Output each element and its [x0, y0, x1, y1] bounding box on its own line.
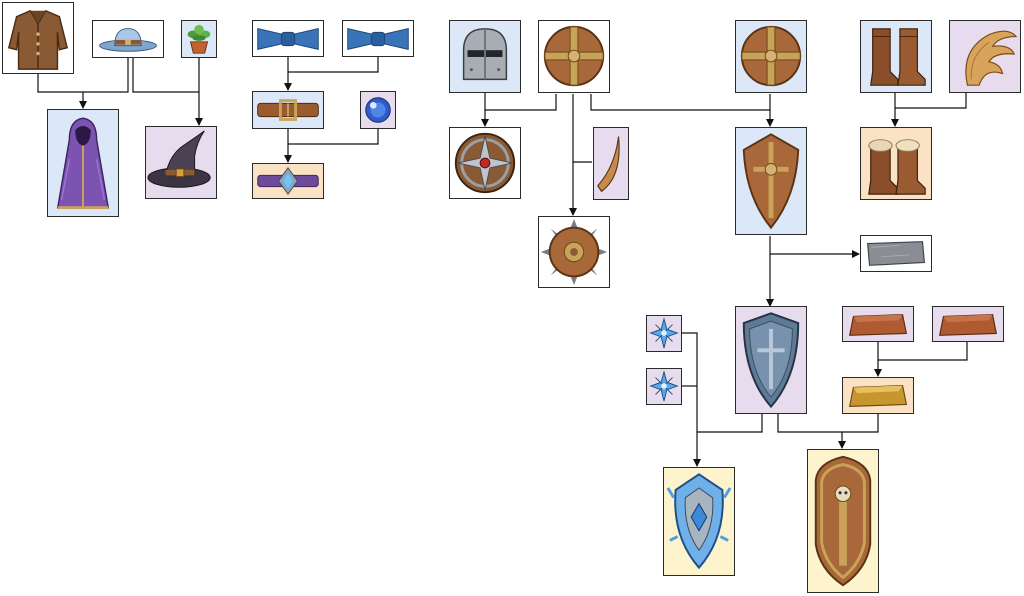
spiked-shield-slot[interactable] [538, 216, 610, 288]
copper-ingot-icon [938, 313, 998, 336]
blue-ribbon-icon [257, 27, 319, 50]
potted-herb-icon [187, 24, 211, 54]
leather-boots-slot[interactable] [860, 20, 932, 93]
potted-herb-slot[interactable] [181, 20, 217, 58]
steel-shield-icon [742, 312, 800, 409]
fur-tail-icon [965, 30, 1018, 86]
gold-ingot-slot[interactable] [842, 377, 914, 414]
leather-coat-slot[interactable] [2, 2, 74, 74]
witch-hat-icon [147, 130, 211, 188]
tower-shield-icon [814, 455, 872, 587]
frost-star-slot-1[interactable] [646, 315, 682, 352]
leather-coat-icon [7, 9, 69, 70]
jeweled-belt-icon [257, 166, 319, 196]
wooden-buckler-icon [543, 25, 605, 87]
blue-hat-icon [99, 28, 157, 52]
blue-hat-slot[interactable] [92, 20, 164, 58]
witch-hat-slot[interactable] [145, 126, 217, 199]
compass-shield-icon [454, 132, 516, 194]
leather-belt-icon [257, 99, 319, 121]
gold-ingot-icon [848, 384, 908, 407]
wooden-buckler-slot-1[interactable] [538, 20, 610, 93]
blue-ribbon-slot-2[interactable] [342, 20, 414, 57]
steel-helmet-icon [462, 28, 508, 81]
purple-robe-icon [56, 117, 110, 210]
leather-boots-icon [870, 28, 926, 86]
fur-boots-slot[interactable] [860, 127, 932, 200]
stone-slab-slot[interactable] [860, 235, 932, 272]
steel-shield-slot[interactable] [735, 306, 807, 414]
purple-robe-slot[interactable] [47, 109, 119, 217]
mana-orb-slot[interactable] [360, 91, 396, 129]
copper-ingot-slot-2[interactable] [932, 306, 1004, 342]
frost-star-icon [649, 317, 679, 349]
blue-ribbon-icon [347, 27, 409, 50]
frost-shield-icon [666, 473, 732, 570]
wooden-buckler-icon [740, 25, 802, 87]
kite-shield-icon [742, 133, 800, 230]
frost-shield-slot[interactable] [663, 467, 735, 576]
beast-fang-icon [597, 136, 620, 193]
spiked-shield-icon [540, 218, 608, 286]
fur-tail-slot[interactable] [949, 20, 1021, 93]
jeweled-belt-slot[interactable] [252, 163, 324, 199]
copper-ingot-slot-1[interactable] [842, 306, 914, 342]
compass-shield-slot[interactable] [449, 127, 521, 199]
fur-boots-icon [868, 139, 926, 195]
beast-fang-slot[interactable] [593, 127, 629, 200]
steel-helmet-slot[interactable] [449, 20, 521, 93]
blue-ribbon-slot-1[interactable] [252, 20, 324, 57]
kite-shield-slot[interactable] [735, 127, 807, 235]
leather-belt-slot[interactable] [252, 91, 324, 129]
copper-ingot-icon [848, 313, 908, 336]
wooden-buckler-slot-2[interactable] [735, 20, 807, 93]
frost-star-slot-2[interactable] [646, 368, 682, 405]
mana-orb-icon [365, 97, 391, 123]
frost-star-icon [649, 370, 679, 402]
tower-shield-slot[interactable] [807, 449, 879, 593]
stone-slab-icon [867, 241, 925, 266]
